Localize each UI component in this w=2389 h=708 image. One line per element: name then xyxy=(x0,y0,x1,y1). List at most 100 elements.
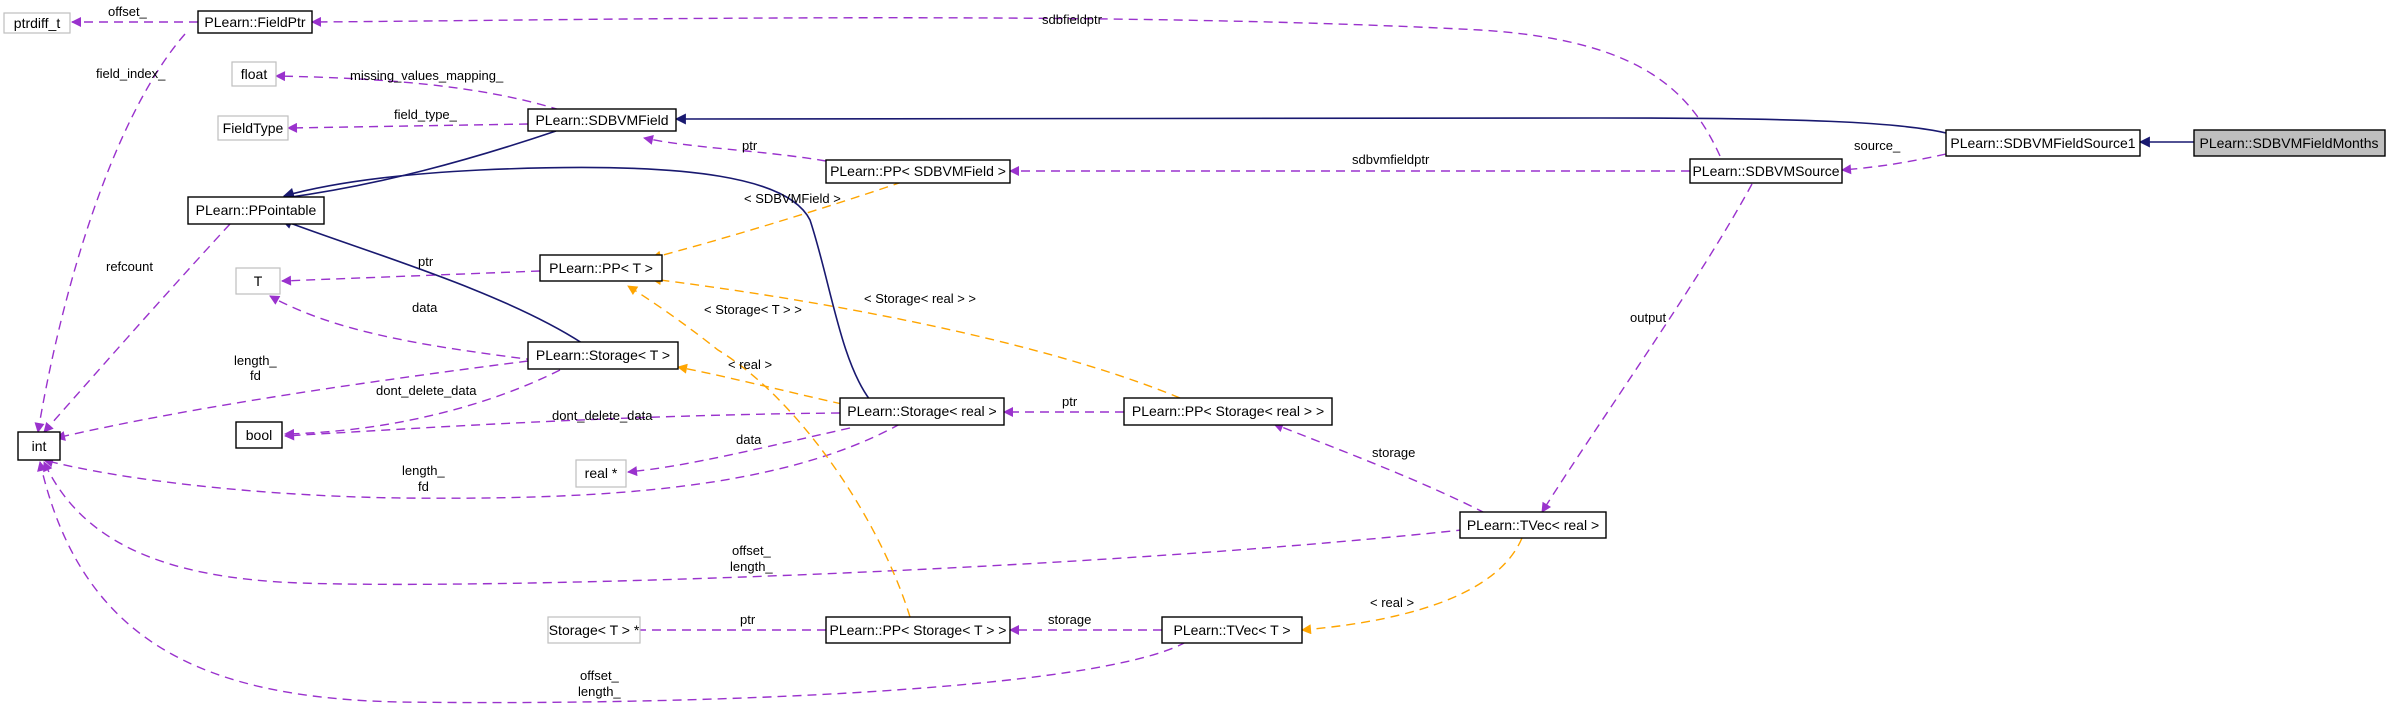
edge-tvecreal-offset-length xyxy=(43,461,1481,586)
node-real-ptr[interactable]: real * xyxy=(575,459,627,488)
node-label: int xyxy=(32,438,47,454)
node-sdbvmsource[interactable]: PLearn::SDBVMSource xyxy=(1689,158,1843,184)
edge-label: fd xyxy=(250,368,261,383)
node-fieldtype[interactable]: FieldType xyxy=(217,115,289,141)
edge-storageT-ppointable xyxy=(280,218,583,344)
edge-label: sdbfieldptr xyxy=(1042,12,1103,27)
edge-tvecreal-storage xyxy=(1273,422,1486,514)
node-tvec-T[interactable]: PLearn::TVec< T > xyxy=(1161,616,1303,644)
node-label: Storage< T > * xyxy=(549,622,640,638)
node-tvec-real[interactable]: PLearn::TVec< real > xyxy=(1459,511,1607,539)
edge-tvecT-offset-length xyxy=(37,461,1187,704)
node-fieldptr[interactable]: PLearn::FieldPtr xyxy=(197,10,313,34)
node-label: PLearn::PP< T > xyxy=(549,260,653,276)
node-pp-T[interactable]: PLearn::PP< T > xyxy=(539,254,663,282)
edge-label: offset_ xyxy=(108,4,148,19)
node-label: bool xyxy=(246,427,272,443)
edge-label: length_ xyxy=(578,684,621,699)
edge-label: length_ xyxy=(234,353,277,368)
node-label: ptrdiff_t xyxy=(14,15,61,31)
edge-label: storage xyxy=(1372,445,1415,460)
edge-storagereal-dontdelete xyxy=(284,412,841,441)
edge-label: ptr xyxy=(742,138,758,153)
edge-sdbvmfield-fieldtype xyxy=(287,122,529,133)
node-storage-real[interactable]: PLearn::Storage< real > xyxy=(839,397,1005,426)
node-label: PLearn::PP< SDBVMField > xyxy=(830,163,1006,179)
node-label: PLearn::FieldPtr xyxy=(204,14,305,30)
node-float[interactable]: float xyxy=(231,61,277,87)
edge-storagereal-data xyxy=(627,427,851,477)
edge-sdbvmsource-sdbfieldptr xyxy=(311,16,1721,157)
edge-fieldsource1-sdbvmfield xyxy=(674,113,1947,134)
node-label: PLearn::PPointable xyxy=(196,202,317,218)
node-pp-sdbvmfield[interactable]: PLearn::PP< SDBVMField > xyxy=(825,159,1011,184)
edge-ppsdbvmfield-ptr xyxy=(643,135,827,162)
edge-storagereal-ppointable xyxy=(282,166,871,401)
edge-label: field_index_ xyxy=(96,66,166,81)
edge-ppstoragereal-template xyxy=(651,275,1181,399)
node-pp-storage-T[interactable]: PLearn::PP< Storage< T > > xyxy=(825,616,1011,644)
edge-label: offset_ xyxy=(580,668,620,683)
edge-label: < real > xyxy=(728,357,772,372)
edge-label: data xyxy=(736,432,762,447)
edge-label: missing_values_mapping_ xyxy=(350,68,504,83)
edge-label: length_ xyxy=(730,559,773,574)
edge-storageT-dontdelete xyxy=(284,369,561,439)
node-storage-T[interactable]: PLearn::Storage< T > xyxy=(527,341,679,370)
node-bool[interactable]: bool xyxy=(235,421,283,449)
edge-label: fd xyxy=(418,479,429,494)
edge-ppointable-refcount xyxy=(43,223,231,433)
edge-label: < Storage< real > > xyxy=(864,291,976,306)
node-pp-storage-real[interactable]: PLearn::PP< Storage< real > > xyxy=(1123,397,1333,426)
edge-sdbvmfield-missing xyxy=(275,71,561,111)
node-label: PLearn::TVec< real > xyxy=(1467,517,1599,533)
edge-ppstorageT-template xyxy=(627,285,911,618)
edge-fieldptr-field-index xyxy=(34,33,186,433)
node-label: PLearn::SDBVMFieldSource1 xyxy=(1950,135,2135,151)
node-ptrdiff-t[interactable]: ptrdiff_t xyxy=(3,12,71,34)
node-label: PLearn::PP< Storage< T > > xyxy=(830,622,1007,638)
edge-ppsdbvmfield-template xyxy=(651,181,903,261)
edge-label: < SDBVMField > xyxy=(744,191,841,206)
edge-label: < Storage< T > > xyxy=(704,302,802,317)
edge-storagereal-length-fd xyxy=(43,423,901,499)
node-int[interactable]: int xyxy=(17,431,61,461)
node-label: PLearn::Storage< T > xyxy=(536,347,670,363)
edge-label: ptr xyxy=(740,612,756,627)
edge-sdbvmfield-ppointable xyxy=(282,130,557,203)
node-label: FieldType xyxy=(223,120,284,136)
edge-label: field_type_ xyxy=(394,107,458,122)
edge-label: sdbvmfieldptr xyxy=(1352,152,1430,167)
node-label: PLearn::TVec< T > xyxy=(1173,622,1290,638)
node-label: float xyxy=(241,66,268,82)
edge-label: output xyxy=(1630,310,1667,325)
edge-label: data xyxy=(412,300,438,315)
node-label: PLearn::SDBVMField xyxy=(535,112,668,128)
edge-label: offset_ xyxy=(732,543,772,558)
node-storage-T-ptr[interactable]: Storage< T > * xyxy=(547,616,641,644)
node-ppointable[interactable]: PLearn::PPointable xyxy=(187,196,325,225)
node-sdbvmfieldmonths[interactable]: PLearn::SDBVMFieldMonths xyxy=(2193,129,2386,157)
edge-sdbvmsource-output xyxy=(1541,183,1753,513)
node-label: real * xyxy=(585,465,618,481)
node-label: PLearn::SDBVMFieldMonths xyxy=(2200,135,2379,151)
edge-label: source_ xyxy=(1854,138,1901,153)
node-T[interactable]: T xyxy=(235,267,281,295)
edge-ppT-ptr xyxy=(281,270,541,286)
edge-storageT-data xyxy=(269,295,551,363)
edge-storagereal-template xyxy=(677,363,843,405)
edge-label: ptr xyxy=(418,254,434,269)
node-sdbvmfield[interactable]: PLearn::SDBVMField xyxy=(527,108,677,132)
edge-label: length_ xyxy=(402,463,445,478)
node-label: PLearn::SDBVMSource xyxy=(1692,163,1839,179)
edge-label: < real > xyxy=(1370,595,1414,610)
node-sdbvmfieldsource1[interactable]: PLearn::SDBVMFieldSource1 xyxy=(1945,129,2141,157)
edge-fieldsource1-source xyxy=(1841,153,1947,175)
node-label: PLearn::Storage< real > xyxy=(847,403,996,419)
edge-tvecT-template xyxy=(1301,537,1523,635)
edge-label: refcount xyxy=(106,259,153,274)
node-label: T xyxy=(254,273,263,289)
edge-storageT-length-fd xyxy=(55,360,529,441)
edge-label: storage xyxy=(1048,612,1091,627)
